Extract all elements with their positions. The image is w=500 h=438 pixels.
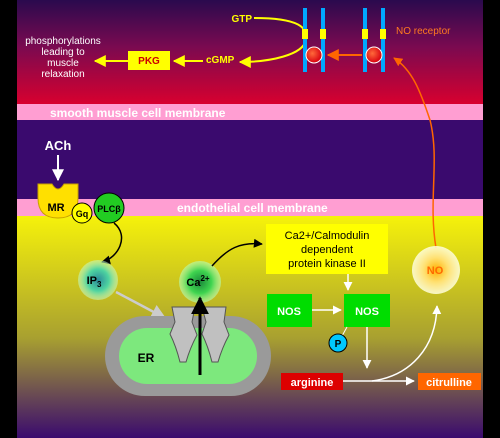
ip3-text: IP [87,275,97,287]
no-receptor-label: NO receptor [396,26,451,37]
plc-label: PLCβ [97,204,121,214]
phosphorylation-line-2: leading to [41,47,85,58]
nos-active-label: NOS [355,306,379,318]
phosphorylation-text: phosphorylations leading to muscle relax… [25,36,101,80]
ip3-receptor-channel [169,306,230,363]
plc-to-ip3-arrow [101,222,123,265]
camk-line-1: Ca2+/Calmodulin [285,230,370,242]
gq-label: Gq [76,209,89,219]
camk-label: Ca2+/Calmodulin dependent protein kinase… [285,230,370,270]
calcium-to-kinase-arrow [211,238,263,267]
calcium-glow [179,261,221,303]
ip3-to-channel-arrow [115,290,167,320]
calcium-superscript: 2+ [200,274,209,283]
cgmp-label: cGMP [206,55,235,66]
smooth-muscle-membrane [17,104,483,120]
smooth-membrane-label: smooth muscle cell membrane [50,106,226,120]
er-label: ER [138,351,155,365]
smooth-muscle-region [17,0,483,104]
gq-protein [71,202,93,224]
phosphorylation-line-3: muscle [47,58,79,69]
citrulline-label: citrulline [426,377,472,389]
arginine-box [281,373,343,390]
phosphate-label: P [335,339,342,350]
no-glow [412,246,460,294]
no-receptor-right [362,8,386,72]
ip3-subscript: 3 [97,280,102,289]
arginine-label: arginine [291,377,334,389]
phosphorylation-line-4: relaxation [41,69,84,80]
camk-box [266,224,388,274]
ip3-label: IP3 [87,275,102,289]
calcium-text: Ca [186,277,201,289]
reaction-to-no-arrow [371,305,442,382]
no-label: NO [427,265,444,277]
camk-line-3: protein kinase II [288,258,366,270]
no-receptor-left [302,8,326,72]
pkg-box [128,51,170,70]
phosphate-link [341,326,348,337]
calcium-label: Ca2+ [186,274,210,289]
mr-label: MR [47,202,64,214]
citrulline-box [418,373,481,390]
ach-label: ACh [45,138,72,153]
camk-line-2: dependent [301,244,353,256]
endothelial-membrane-label: endothelial cell membrane [177,201,328,215]
nos-active-box [344,294,390,327]
phosphorylation-line-1: phosphorylations [25,36,101,47]
no-diffusion-arrow [393,57,437,249]
gtp-label: GTP [231,14,252,25]
phosphate-circle [328,333,348,353]
plc-beta [93,192,125,224]
nos-inactive-label: NOS [277,306,301,318]
pkg-label: PKG [138,56,160,67]
nos-inactive-box [267,294,312,327]
endothelial-membrane [17,199,483,216]
ip3-glow [78,260,118,300]
